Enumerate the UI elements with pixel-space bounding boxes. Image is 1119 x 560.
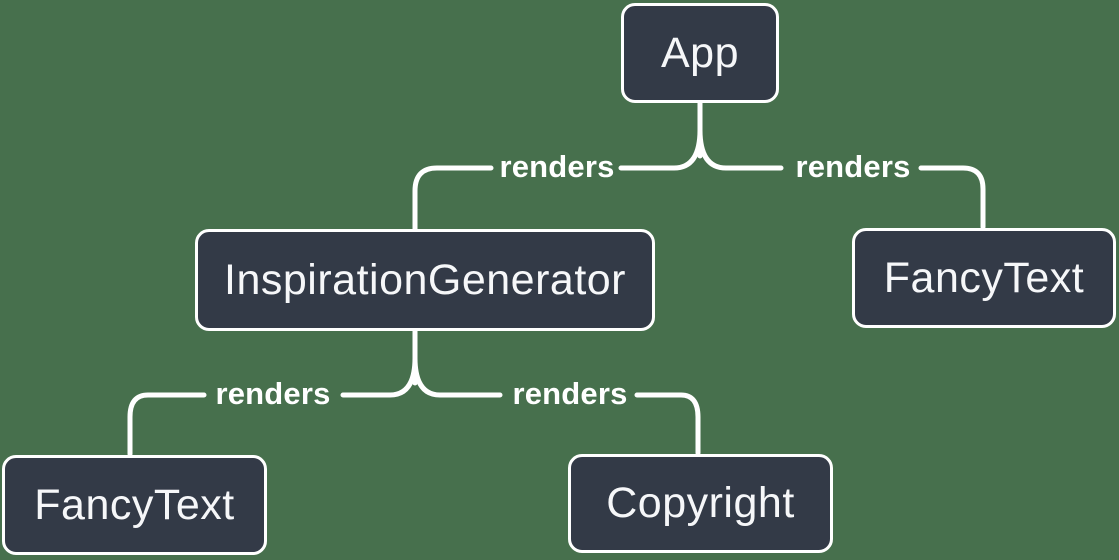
connector-into-inspiration-generator: [412, 165, 494, 232]
connector-into-fancytext-left: [127, 392, 207, 457]
connector-into-copyright: [634, 392, 701, 456]
connector-app-fork-left: [618, 127, 703, 171]
edge-label-inspiration-generator-copyright: renders: [512, 376, 628, 411]
edge-label-inspiration-generator-fancytext-left: renders: [215, 376, 331, 411]
node-fancytext-right: FancyText: [852, 228, 1116, 328]
node-fancytext-left: FancyText: [2, 455, 267, 555]
node-app: App: [621, 3, 779, 103]
node-fancytext-left-label: FancyText: [34, 480, 235, 529]
node-inspiration-generator: InspirationGenerator: [195, 229, 655, 331]
connector-app-fork-right: [697, 127, 784, 171]
connector-inspiration-generator-fork-left: [340, 355, 418, 398]
edge-label-app-fancytext-right: renders: [795, 149, 911, 184]
node-copyright: Copyright: [568, 454, 833, 553]
edge-label-app-inspiration-generator: renders: [499, 149, 615, 184]
node-app-label: App: [660, 28, 739, 77]
connector-inspiration-generator-fork-right: [412, 355, 503, 398]
node-copyright-label: Copyright: [606, 479, 795, 527]
node-inspiration-generator-label: InspirationGenerator: [224, 255, 626, 304]
connector-into-fancytext-right: [918, 165, 986, 230]
node-fancytext-right-label: FancyText: [883, 253, 1085, 302]
